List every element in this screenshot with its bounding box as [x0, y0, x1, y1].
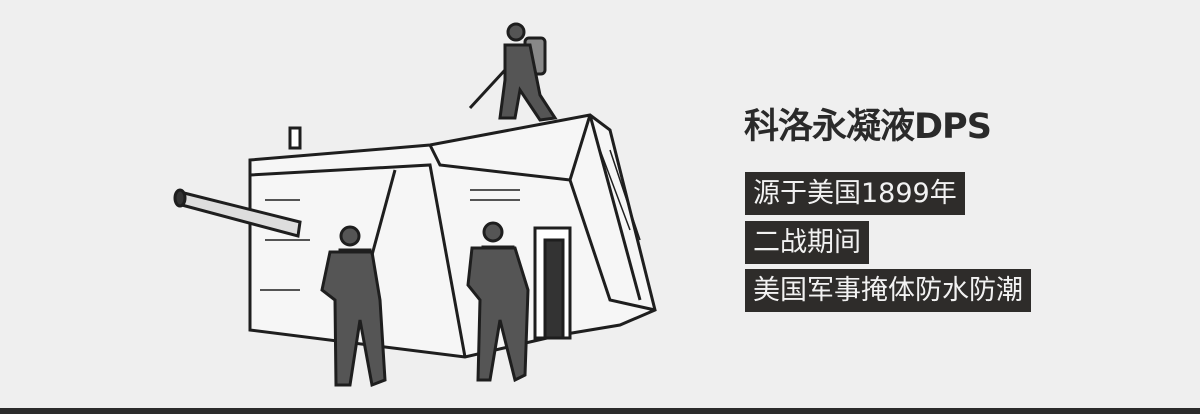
soldier-left: [320, 169, 397, 388]
bunker: [248, 113, 657, 359]
soldier-on-roof: [468, 22, 558, 122]
soldier-right: [466, 221, 530, 383]
product-title: 科洛永凝液DPS: [744, 107, 992, 147]
tag-military-bunker: 美国军事掩体防水防潮: [745, 269, 1031, 312]
tag-origin: 源于美国1899年: [745, 172, 965, 215]
tag-wwii: 二战期间: [745, 221, 869, 264]
cannon: [173, 188, 302, 238]
bottom-divider: [0, 408, 1200, 414]
